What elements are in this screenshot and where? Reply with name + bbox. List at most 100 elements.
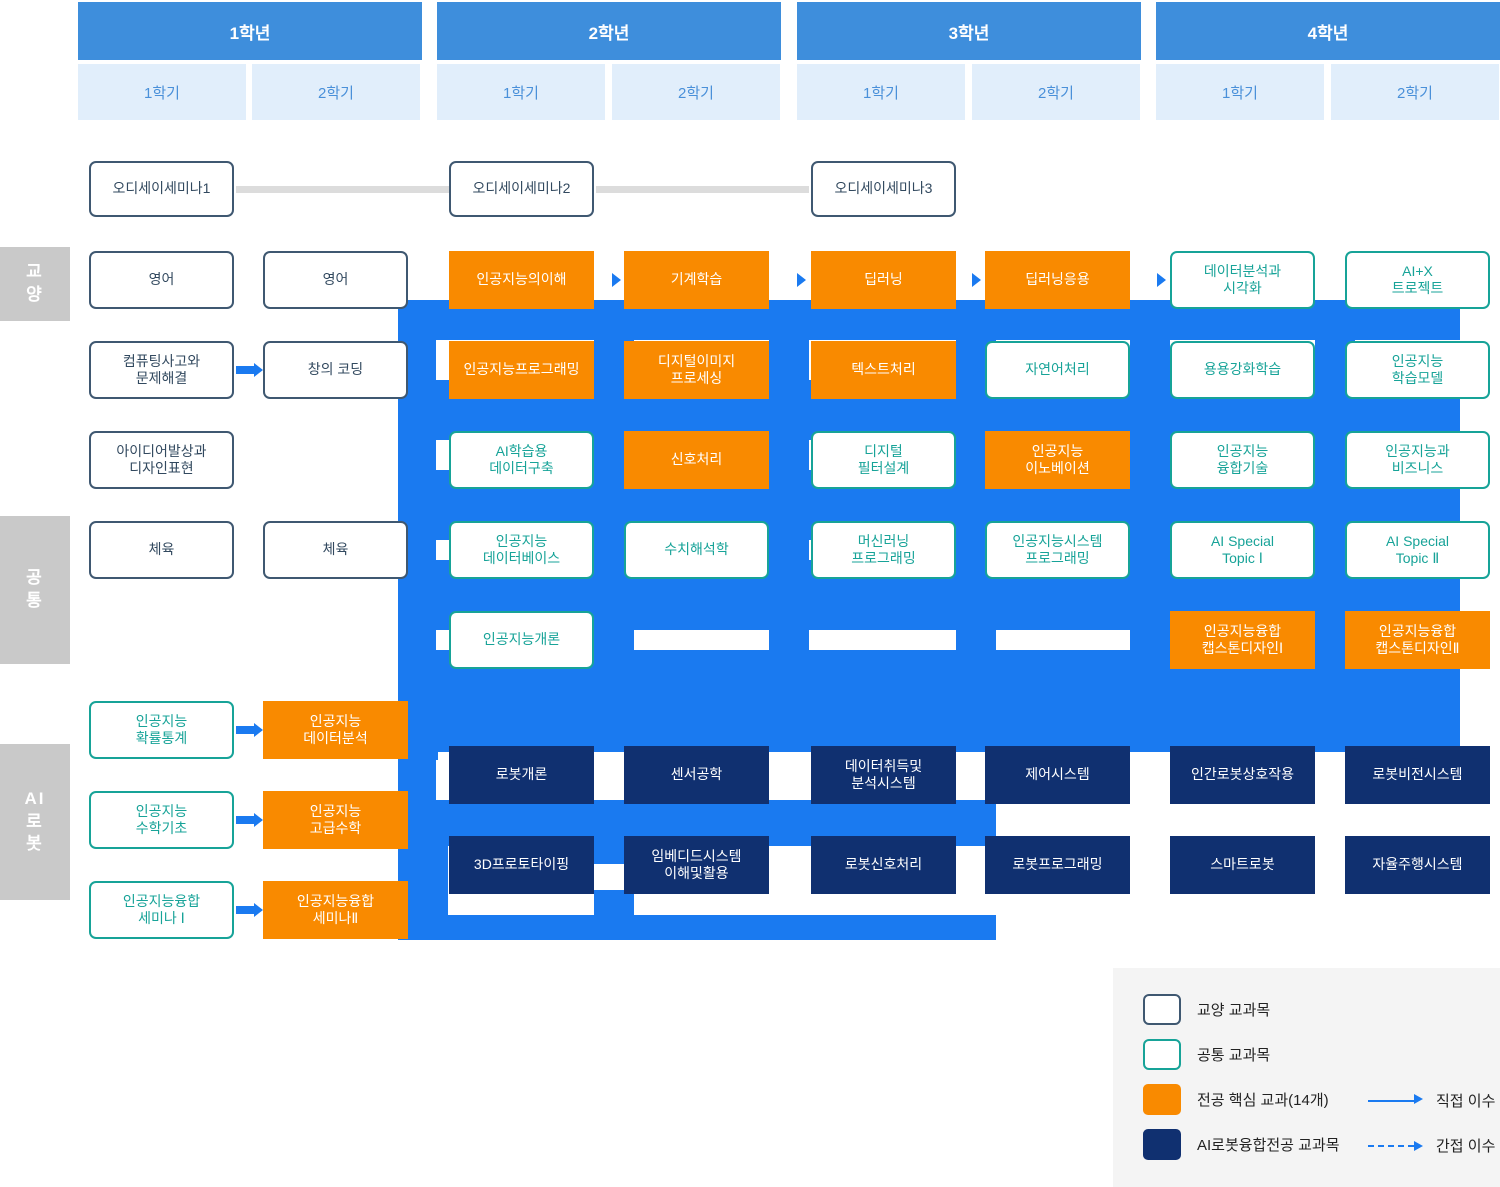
course-box-c34[interactable]: AI Special Topic Ⅱ [1345,521,1490,579]
course-box-c39[interactable]: 인공지능 데이터분석 [263,701,408,759]
legend-label: AI로봇융합전공 교과목 [1197,1137,1340,1154]
course-box-c46[interactable]: 인공지능 수학기초 [89,791,234,849]
course-box-c21[interactable]: AI학습용 데이터구축 [449,431,594,489]
course-box-c7[interactable]: 기계학습 [624,251,769,309]
course-box-c27[interactable]: 체육 [89,521,234,579]
arrow-text-to-nlp [972,363,981,377]
course-box-c6[interactable]: 인공지능의이해 [449,251,594,309]
course-box-c41[interactable]: 센서공학 [624,746,769,804]
course-label: 제어시스템 [1025,766,1090,783]
legend-item-gt: 공통 교과목 [1143,1039,1270,1070]
course-label: 디지털이미지 프로세싱 [657,352,736,387]
course-box-c17[interactable]: 자연어처리 [985,341,1130,399]
course-label: 인공지능융합 캡스톤디자인Ⅱ [1375,622,1460,657]
course-box-c12[interactable]: 컴퓨팅사고와 문제해결 [89,341,234,399]
course-box-c1[interactable]: 오디세이세미나1 [89,161,234,217]
course-box-c5[interactable]: 영어 [263,251,408,309]
course-label: 오디세이세미나1 [112,180,211,197]
course-box-c44[interactable]: 인간로봇상호작용 [1170,746,1315,804]
course-box-c31[interactable]: 머신러닝 프로그래밍 [811,521,956,579]
course-label: 인공지능 데이터분석 [303,712,368,747]
course-box-c30[interactable]: 수치해석학 [624,521,769,579]
course-box-c9[interactable]: 딥러닝응용 [985,251,1130,309]
course-box-c11[interactable]: AI+X 트로젝트 [1345,251,1490,309]
course-box-c13[interactable]: 창의 코딩 [263,341,408,399]
course-label: 창의 코딩 [307,361,364,378]
course-box-c16[interactable]: 텍스트처리 [811,341,956,399]
course-box-c38[interactable]: 인공지능 확률통계 [89,701,234,759]
course-box-c40[interactable]: 로봇개론 [449,746,594,804]
course-box-c20[interactable]: 아이디어발상과 디자인표현 [89,431,234,489]
semester-header-4: 2학기 [612,64,780,120]
course-box-c53[interactable]: 자율주행시스템 [1345,836,1490,894]
flow-region-segment [996,690,1136,750]
course-box-c25[interactable]: 인공지능 융합기술 [1170,431,1315,489]
course-box-c4[interactable]: 영어 [89,251,234,309]
course-box-c24[interactable]: 인공지능 이노베이션 [985,431,1130,489]
semester-header-3: 1학기 [437,64,605,120]
course-label: 체육 [322,541,349,558]
course-box-c45[interactable]: 로봇비전시스템 [1345,746,1490,804]
course-box-c55[interactable]: 인공지능융합 세미나Ⅱ [263,881,408,939]
year-header-1: 1학년 [78,2,422,60]
legend-arrow-head-icon [1414,1093,1423,1104]
course-box-c49[interactable]: 임베디드시스템 이해및활용 [624,836,769,894]
course-box-c33[interactable]: AI Special Topic Ⅰ [1170,521,1315,579]
course-label: 인공지능 이노베이션 [1025,442,1090,477]
course-label: 임베디드시스템 이해및활용 [651,847,742,882]
course-box-c43[interactable]: 제어시스템 [985,746,1130,804]
course-label: 딥러닝 [864,271,903,288]
course-box-c10[interactable]: 데이터분석과 시각화 [1170,251,1315,309]
course-label: 스마트로봇 [1210,856,1275,873]
course-label: 3D프로토타이핑 [473,856,570,873]
course-box-c47[interactable]: 인공지능 고급수학 [263,791,408,849]
course-box-c2[interactable]: 오디세이세미나2 [449,161,594,217]
course-box-c51[interactable]: 로봇프로그래밍 [985,836,1130,894]
course-box-c18[interactable]: 용용강화학습 [1170,341,1315,399]
course-box-c48[interactable]: 3D프로토타이핑 [449,836,594,894]
course-box-c52[interactable]: 스마트로봇 [1170,836,1315,894]
flow-region-segment [436,915,996,940]
course-box-c32[interactable]: 인공지능시스템 프로그래밍 [985,521,1130,579]
course-box-c22[interactable]: 신호처리 [624,431,769,489]
course-box-c29[interactable]: 인공지능 데이터베이스 [449,521,594,579]
course-label: 로봇비전시스템 [1372,766,1463,783]
category-char: 통 [26,591,44,610]
course-label: AI Special Topic Ⅰ [1210,532,1275,567]
year-header-2: 2학년 [437,2,781,60]
course-box-c36[interactable]: 인공지능융합 캡스톤디자인Ⅰ [1170,611,1315,669]
course-box-c37[interactable]: 인공지능융합 캡스톤디자인Ⅱ [1345,611,1490,669]
course-box-c28[interactable]: 체육 [263,521,408,579]
legend-arrow-label: 직접 이수 [1436,1093,1496,1110]
legend-swatch-nv [1143,1129,1181,1160]
course-label: 데이터취득및 분석시스템 [844,757,923,792]
course-box-c3[interactable]: 오디세이세미나3 [811,161,956,217]
legend-item-or: 전공 핵심 교과(14개) [1143,1084,1329,1115]
course-box-c42[interactable]: 데이터취득및 분석시스템 [811,746,956,804]
course-box-c26[interactable]: 인공지능과 비즈니스 [1345,431,1490,489]
legend-item-gy: 교양 교과목 [1143,994,1270,1025]
arrow-dl-to-dlapp [972,273,981,287]
course-label: 체육 [148,541,175,558]
course-label: 인공지능 확률통계 [135,712,188,747]
arrow-imgproc-to-text [797,363,806,377]
course-box-c15[interactable]: 디지털이미지 프로세싱 [624,341,769,399]
course-box-c50[interactable]: 로봇신호처리 [811,836,956,894]
course-box-c19[interactable]: 인공지능 학습모델 [1345,341,1490,399]
course-label: 수치해석학 [664,541,729,558]
course-box-c35[interactable]: 인공지능개론 [449,611,594,669]
course-label: 인공지능 데이터베이스 [482,532,561,567]
course-box-c23[interactable]: 디지털 필터설계 [811,431,956,489]
course-label: 로봇신호처리 [844,856,923,873]
course-label: 인공지능융합 세미나 Ⅰ [122,892,201,927]
legend-item-nv: AI로봇융합전공 교과목 [1143,1129,1340,1160]
course-label: 딥러닝응용 [1025,271,1090,288]
course-box-c14[interactable]: 인공지능프로그래밍 [449,341,594,399]
course-label: 데이터분석과 시각화 [1203,262,1282,297]
course-label: 컴퓨팅사고와 문제해결 [122,352,201,387]
category-char: AI [24,788,46,808]
course-label: 인공지능프로그래밍 [463,361,580,378]
course-box-c54[interactable]: 인공지능융합 세미나 Ⅰ [89,881,234,939]
course-box-c8[interactable]: 딥러닝 [811,251,956,309]
